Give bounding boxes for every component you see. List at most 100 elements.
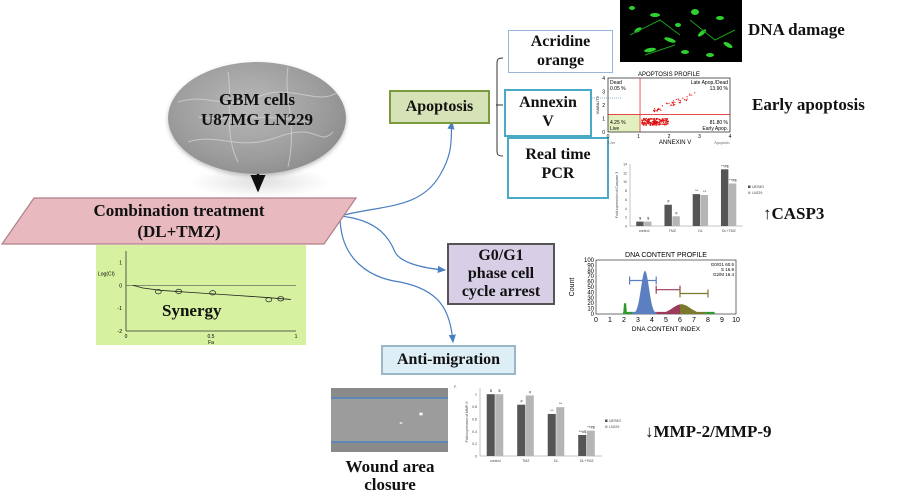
event-dot xyxy=(645,124,647,126)
event-dot xyxy=(686,96,688,98)
x-tick-label: DL+TMZ xyxy=(722,229,737,233)
x-tick-label: 1 xyxy=(608,317,612,324)
event-dot xyxy=(655,117,658,120)
x-axis-label: DNA CONTENT INDEX xyxy=(632,326,701,333)
arrow-to-cell-cycle xyxy=(339,215,447,274)
bar xyxy=(672,216,680,226)
phase-stat: S 16.9 xyxy=(721,267,735,272)
y-tick-label: 3 xyxy=(602,90,605,96)
y-tick-label: 30 xyxy=(587,296,594,302)
x-tick-label: 4 xyxy=(650,317,654,324)
event-dot xyxy=(668,102,670,104)
dna-damage-label: DNA damage xyxy=(748,20,845,39)
quadrant-value: 0.05 % xyxy=(610,86,626,92)
bar xyxy=(586,430,595,456)
bar xyxy=(700,195,709,226)
plot-frame xyxy=(607,77,731,133)
mmp-text: MMP-2/MMP-9 xyxy=(653,422,772,441)
legend-swatch xyxy=(605,425,608,428)
event-dot xyxy=(694,92,696,94)
x-axis-label: Fa xyxy=(208,340,214,345)
quadrant-name: Early Apop. xyxy=(702,126,728,132)
event-dot xyxy=(666,118,668,121)
x-tick-label: TMZ xyxy=(522,459,530,463)
event-dot xyxy=(647,121,649,123)
x-tick-label: 6 xyxy=(678,317,682,324)
y-tick-label: -2 xyxy=(118,329,123,335)
cell-cycle-arrest-node: G0/G1 phase cell cycle arrest xyxy=(447,243,555,305)
event-dot xyxy=(666,120,668,122)
legend-swatch xyxy=(748,191,751,194)
live-quadrant-fill xyxy=(608,114,641,132)
event-dot xyxy=(650,122,652,124)
acridine-line2: orange xyxy=(536,52,585,69)
event-dot xyxy=(651,124,653,126)
chart-title: APOPTOSIS PROFILE xyxy=(638,72,700,78)
synergy-label: Synergy xyxy=(162,301,222,320)
y-tick-label: 50 xyxy=(587,285,594,291)
significance-label: # xyxy=(520,399,523,404)
y-tick-label: -1 xyxy=(118,306,123,312)
data-point xyxy=(209,290,217,296)
event-dot xyxy=(663,120,665,122)
y-tick-label: 0 xyxy=(625,225,627,229)
x-tick-label: 8 xyxy=(706,317,710,324)
legend-swatch xyxy=(605,419,608,422)
significance-label: ** xyxy=(695,188,699,193)
event-dot xyxy=(689,93,691,95)
significance-label: $ xyxy=(498,388,501,393)
event-dot xyxy=(653,110,655,112)
x-axis-label: ANNEXIN V xyxy=(659,140,691,146)
event-dot xyxy=(671,101,673,103)
y-axis-label: Fold expression of Caspase 3 xyxy=(615,172,619,218)
event-dot xyxy=(652,122,655,124)
significance-label: ** xyxy=(550,408,554,413)
event-dot xyxy=(670,104,672,106)
gbm-line1: GBM cells xyxy=(218,90,295,109)
bar xyxy=(578,434,587,456)
event-dot xyxy=(665,122,667,124)
arrow-to-anti-migration xyxy=(339,215,456,344)
bar xyxy=(728,183,737,226)
event-dot xyxy=(648,118,650,120)
apoptosis-node: Apoptosis xyxy=(389,90,490,124)
event-dot xyxy=(662,123,664,126)
event-dot xyxy=(671,104,673,106)
quadrant-name: Live xyxy=(610,126,619,132)
y-tick-label: 4 xyxy=(602,76,605,82)
legend-entry: U87MG xyxy=(752,185,764,189)
event-dot xyxy=(653,107,656,110)
bar xyxy=(486,394,495,456)
event-dot xyxy=(682,97,684,99)
event-dot xyxy=(644,119,646,122)
y-tick-label: 20 xyxy=(587,301,594,307)
event-dot xyxy=(645,122,648,124)
y-tick-label: 2 xyxy=(602,103,605,109)
bar xyxy=(636,221,644,226)
event-dot xyxy=(654,122,656,124)
y-tick-label: 4 xyxy=(625,207,627,211)
event-dot xyxy=(672,100,675,102)
plot-frame xyxy=(595,259,737,315)
phase-stat: G2/M 16.4 xyxy=(713,272,735,277)
real-time-pcr-node: Real time PCR xyxy=(507,137,609,199)
y-tick-label: 14 xyxy=(623,163,627,167)
y-tick-label: 10 xyxy=(587,307,594,313)
event-dot xyxy=(641,120,644,122)
y-tick-label: 12 xyxy=(623,171,627,175)
event-dot xyxy=(654,119,656,122)
x-tick-label: control xyxy=(490,459,501,463)
early-apoptosis-label: Early apoptosis xyxy=(752,95,865,114)
x-tick-label: TMZ xyxy=(669,229,677,233)
significance-label: ** xyxy=(703,189,707,194)
event-dot xyxy=(661,118,663,120)
event-dot xyxy=(689,94,691,96)
event-dot xyxy=(659,108,661,110)
y-tick-label: 1 xyxy=(602,117,605,123)
cell-cycle-line1: G0/G1 xyxy=(478,247,524,264)
